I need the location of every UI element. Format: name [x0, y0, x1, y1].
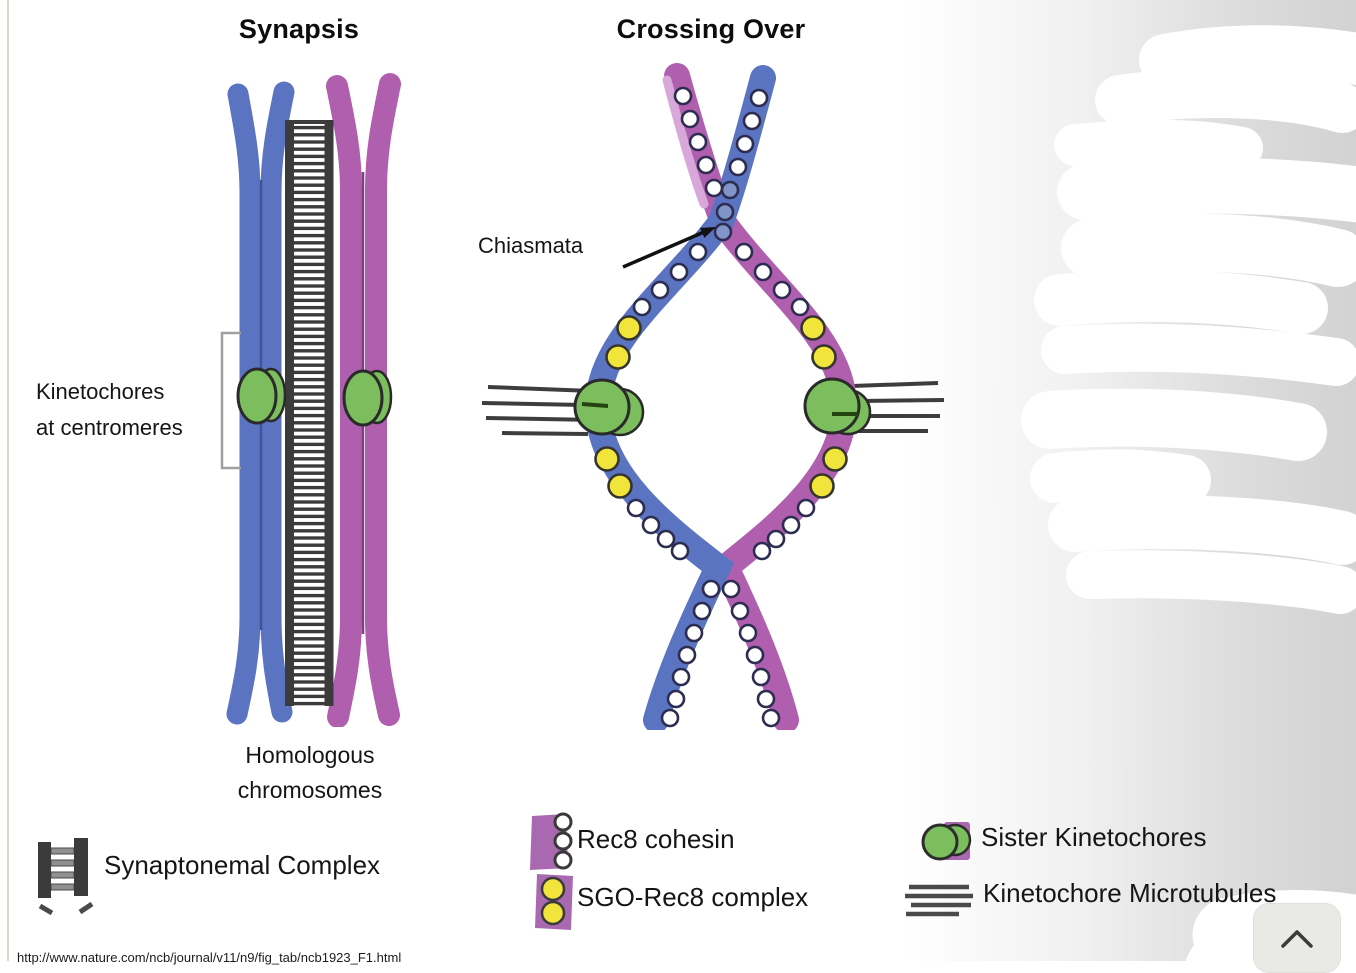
chiasmata-label: Chiasmata: [478, 233, 584, 258]
synaptonemal-complex-label: Synaptonemal Complex: [104, 850, 381, 880]
rec8-cohesin-icon: [530, 812, 573, 870]
synapsis-title: Synapsis: [238, 14, 360, 44]
synapsis-figure: [220, 73, 401, 727]
sister-kinetochores-left: [573, 378, 645, 437]
chevron-up-icon: [1281, 930, 1313, 948]
kinetochores-label: Kinetochores at centromeres: [36, 374, 183, 446]
kinetochore-microtubules-icon: [905, 884, 973, 917]
centromere-bracket: [220, 331, 241, 470]
source-url: http://www.nature.com/ncb/journal/v11/n9…: [17, 950, 402, 965]
left-edge-line: [7, 0, 9, 961]
scroll-up-button[interactable]: [1253, 903, 1341, 973]
sgo-rec8-complexes: [594, 315, 848, 499]
kinetochores-label-line2: at centromeres: [36, 415, 183, 440]
white-smudge-strokes: [1021, 25, 1356, 961]
sister-kinetochores-label: Sister Kinetochores: [981, 822, 1207, 852]
synaptonemal-complex-icon: [38, 838, 94, 916]
homologous-label-line2: chromosomes: [237, 777, 383, 803]
rec8-cohesin-label: Rec8 cohesin: [577, 824, 735, 854]
kinetochores-label-line1: Kinetochores: [36, 379, 165, 404]
sgo-rec8-complex-label: SGO-Rec8 complex: [577, 882, 809, 912]
sister-kinetochores-icon: [921, 822, 972, 861]
synaptonemal-complex-ladder: [285, 120, 334, 706]
sister-kinetochores-right: [803, 377, 872, 436]
homologous-label-line1: Homologous: [245, 742, 375, 768]
kinetochore-pair-right: [342, 369, 393, 427]
crossing-over-figure: [481, 63, 945, 730]
chiasmata-arrow: [622, 227, 716, 269]
kinetochore-microtubules-label: Kinetochore Microtubules: [983, 878, 1277, 908]
magenta-strand-highlight: [662, 75, 709, 209]
sgo-rec8-complex-icon: [535, 874, 573, 930]
crossing-over-title: Crossing Over: [616, 14, 806, 44]
homologous-chromosomes-label: Homologous chromosomes: [185, 738, 435, 808]
kinetochore-pair-left: [236, 367, 287, 425]
rec8-cohesin-rings: [626, 86, 816, 728]
